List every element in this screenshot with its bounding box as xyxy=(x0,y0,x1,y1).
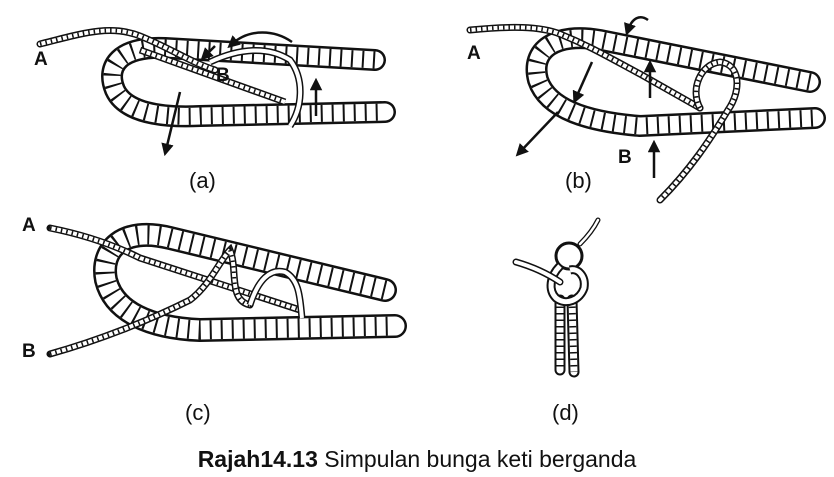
panel-d-knot xyxy=(512,217,601,378)
figure-caption-text: Simpulan bunga keti berganda xyxy=(324,446,637,472)
figure-caption: Rajah14.13 Simpulan bunga keti berganda xyxy=(0,446,834,473)
rope-end-a-label-panel-b: A xyxy=(467,43,481,64)
panel-d-drawing xyxy=(512,217,601,378)
panel-b-label: (b) xyxy=(565,168,592,193)
panel-c-loop-rope xyxy=(93,222,407,343)
rope-end-b-label-panel-b: B xyxy=(618,147,632,168)
panel-b-loop-rope xyxy=(525,27,826,138)
figure-caption-label: Rajah14.13 xyxy=(197,446,318,472)
rope-end-a-label-panel-a: A xyxy=(34,49,48,70)
rope-end-b-label-panel-c: B xyxy=(22,341,36,362)
panel-c-thin-rope xyxy=(46,224,306,358)
panel-a-drawing xyxy=(36,27,396,157)
panel-d-label: (d) xyxy=(552,400,579,425)
rope-end-a-label-panel-c: A xyxy=(22,215,36,236)
panel-a-arrows xyxy=(161,31,323,157)
panel-a-label: (a) xyxy=(189,168,216,193)
rope-end-b-label-panel-a: B xyxy=(216,65,230,86)
panel-c-label: (c) xyxy=(185,400,211,425)
panel-c-drawing xyxy=(46,222,407,358)
panel-b-drawing xyxy=(466,16,826,204)
panel-b-thin-rope xyxy=(466,23,741,204)
panel-a-thin-rope xyxy=(36,27,304,128)
panel-b-arrows xyxy=(515,16,661,178)
